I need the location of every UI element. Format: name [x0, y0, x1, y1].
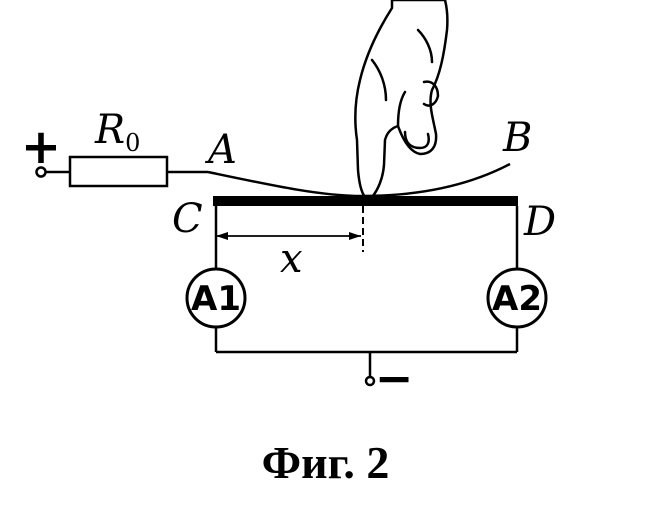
resistor-subscript: 0 — [125, 129, 140, 157]
point-b-label: B — [502, 115, 532, 161]
point-d-label: D — [523, 199, 556, 245]
ammeter-a1 — [185, 267, 247, 329]
ammeter-a1-label: A1 — [191, 279, 241, 319]
resistor-letter: R — [94, 107, 125, 153]
distance-label: x — [280, 236, 303, 282]
ammeter-a2-label: A2 — [492, 279, 542, 319]
point-a-label: A — [204, 127, 237, 173]
plus-sign: + — [21, 119, 61, 175]
minus-sign: − — [375, 351, 414, 405]
resistor-label: R0 — [94, 107, 140, 157]
figure-caption: Фиг. 2 — [261, 437, 390, 488]
negative-terminal — [364, 375, 376, 387]
circuit-wires — [214, 206, 519, 378]
resistor-r0 — [68, 155, 169, 188]
finger-hand-illustration — [354, 0, 449, 199]
distance-arrow — [216, 232, 361, 240]
point-c-label: C — [172, 196, 203, 242]
ammeter-a2 — [486, 267, 548, 329]
resistive-bar-cd — [213, 196, 518, 206]
